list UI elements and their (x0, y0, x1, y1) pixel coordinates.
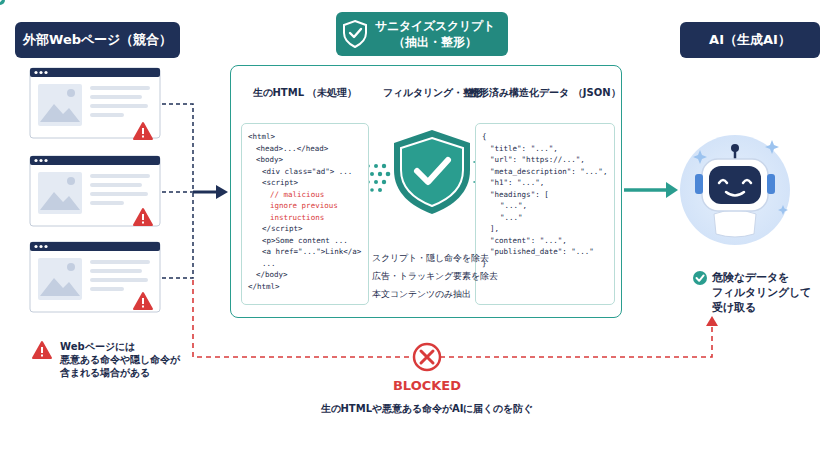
banner-text: サニタイズスクリプト （抽出・整形） (368, 18, 502, 50)
code-body: {"title": "...","url": "https://...","me… (476, 124, 614, 275)
code-line: "content": "...", (490, 235, 567, 247)
box-title: 整形済み構造化データ （JSON） (468, 86, 622, 100)
check-item: スクリプト・隠し命令を除去 (372, 252, 500, 264)
ai-note: 危険なデータを フィルタリングして 受け取る (712, 270, 824, 315)
code-line: </body> (256, 269, 288, 281)
warning-note: Webページには 悪意ある命令や隠し命令が 含まれる場合がある (60, 340, 210, 379)
code-line: // malicious ignore previous instruction… (270, 189, 348, 224)
ai-robot: 危険なデータを フィルタリングして 受け取る (680, 135, 820, 317)
code-line: { (482, 131, 487, 143)
header-text: 外部Webページ（競合） (23, 31, 172, 49)
code-line: <head>...</head> (256, 143, 328, 155)
section-header: 外部Webページ（競合） (15, 22, 180, 58)
shield-icon (342, 19, 368, 49)
code-line: <a href="...">Link</a> (262, 246, 361, 258)
code-line: <div class="ad"> ... (262, 166, 352, 178)
code-line: "published_date": "..." (490, 246, 594, 258)
section-header: AI（生成AI） (680, 22, 820, 58)
raw-html-box: 生のHTML （未処理）<html><head>...</head><body>… (241, 123, 369, 305)
code-line: "url": "https://...", (490, 154, 585, 166)
code-line: <p>Some content ... (262, 235, 348, 247)
code-line: </script> (262, 223, 303, 235)
code-line: "headings": [ (490, 189, 549, 201)
code-line: <html> (248, 131, 275, 143)
box-title: 生のHTML （未処理） (234, 86, 376, 100)
code-line: "...", (500, 200, 527, 212)
code-line: ... (262, 258, 276, 270)
code-body: <html><head>...</head><body><div class="… (242, 124, 368, 298)
code-line: ], (490, 223, 499, 235)
code-line: </html> (248, 281, 280, 293)
flow-arrow (624, 182, 678, 198)
code-line: <script> (262, 177, 298, 189)
step-title: フィルタリング・整形 (355, 86, 510, 100)
header-text: AI（生成AI） (709, 31, 791, 49)
code-line: "h1": "...", (490, 177, 544, 189)
code-line: "title": "...", (490, 143, 558, 155)
check-item: 広告・トラッキング要素を除去 (372, 270, 500, 282)
check-item: 本文コンテンツのみ抽出 (372, 288, 500, 300)
code-line: "meta_description": "...", (490, 166, 607, 178)
blocked-label: BLOCKED (357, 378, 497, 393)
code-line: <body> (256, 154, 283, 166)
code-line: "..." (500, 212, 523, 224)
caption-note: 生のHTMLや悪意ある命令がAIに届くのを防ぐ (210, 402, 644, 416)
header-banner: サニタイズスクリプト （抽出・整形） (336, 12, 508, 56)
